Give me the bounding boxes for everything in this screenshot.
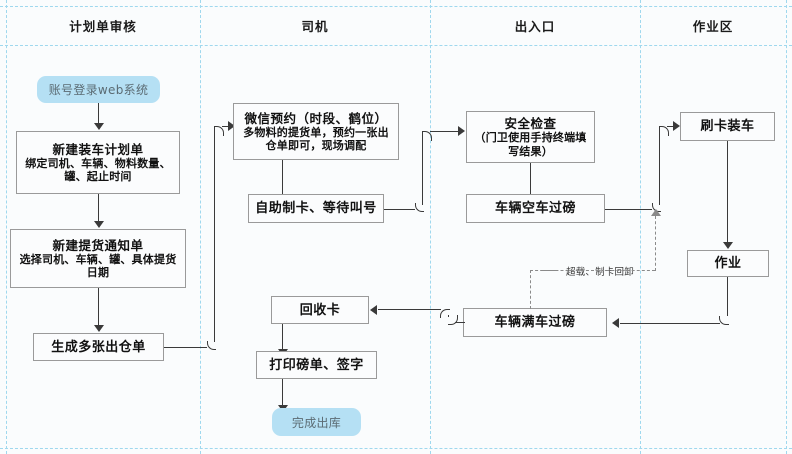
arrowhead-overload-feedback: [651, 209, 661, 216]
annotation-overload-stem: [530, 270, 531, 309]
node-plan-order[interactable]: 新建装车计划单 绑定司机、车辆、物料数量、罐、起止时间: [16, 131, 180, 194]
node-safety-detail: （门卫使用手持终端填写结果）: [474, 131, 587, 158]
lane-divider-left: [6, 0, 7, 454]
arrowhead-empty-to-swipe: [673, 121, 680, 131]
node-operate-title: 作业: [714, 256, 742, 271]
edge-selfcard-to-safety-v: [422, 131, 423, 205]
node-print-sign[interactable]: 打印磅单、签字: [256, 351, 377, 379]
edge-full-to-recycle-corner2: [440, 309, 450, 318]
node-login[interactable]: 账号登录web系统: [37, 76, 160, 103]
arrowhead-swipe-to-operate: [723, 242, 733, 249]
node-recycle-card-title: 回收卡: [299, 302, 341, 318]
edge-operate-to-full-h: [620, 323, 720, 324]
edge-operate-to-full-v: [727, 277, 728, 316]
edge-full-to-recycle-h1: [455, 322, 465, 323]
arrowhead-operate-to-full: [612, 318, 619, 328]
edge-gen-to-wechat-h1: [164, 347, 207, 348]
lane-top-border: [0, 6, 792, 7]
arrowhead-login-to-plan: [94, 123, 104, 130]
edge-full-to-recycle-corner: [448, 315, 458, 325]
node-swipe-load-title: 刷卡装车: [700, 119, 755, 134]
annotation-overload-run: [530, 270, 655, 271]
edge-safety-to-empty: [530, 163, 531, 197]
edge-pickup-to-gen: [98, 288, 99, 327]
node-empty-weigh-title: 车辆空车过磅: [494, 201, 576, 216]
edge-overload-feedback-v: [655, 216, 656, 271]
arrowhead-selfcard-to-safety: [458, 126, 465, 136]
lane-title-plan: 计划单审核: [69, 19, 137, 34]
node-gen-orders-title: 生成多张出仓单: [51, 339, 146, 355]
arrowhead-plan-to-pickup: [94, 221, 104, 228]
edge-plan-to-pickup: [98, 194, 99, 223]
edge-gen-to-wechat-h2: [222, 126, 232, 127]
edge-empty-to-swipe-h2: [667, 126, 677, 127]
node-pickup-note[interactable]: 新建提货通知单 选择司机、车辆、罐、具体提货日期: [10, 229, 186, 288]
node-full-weigh[interactable]: 车辆满车过磅: [463, 308, 607, 337]
edge-recycle-to-print: [282, 324, 283, 351]
lane-divider-right: [786, 0, 787, 454]
node-pickup-note-title: 新建提货通知单: [52, 237, 144, 253]
node-wechat-book[interactable]: 微信预约（时段、鹤位） 多物料的提货单，预约一张出仓单即可，现场调配: [233, 103, 399, 160]
lane-divider-3: [640, 0, 641, 454]
edge-empty-to-swipe-v: [659, 126, 660, 205]
node-self-card-title: 自助制卡、等待叫号: [255, 201, 377, 216]
edge-wechat-to-selfcard: [282, 160, 283, 198]
edge-gen-to-wechat-v: [214, 126, 215, 342]
edge-empty-to-swipe-h1: [605, 209, 652, 210]
edge-print-to-finish: [282, 379, 283, 407]
annotation-overload-label: 超载、制卡回卸: [566, 267, 634, 278]
edge-selfcard-to-safety-h1: [384, 209, 415, 210]
edge-gen-to-wechat-corner: [207, 341, 216, 350]
edge-operate-to-full-corner: [719, 316, 729, 325]
lane-title-driver: 司机: [301, 19, 329, 34]
lane-header-divider: [0, 45, 792, 46]
node-wechat-book-detail: 多物料的提货单，预约一张出仓单即可，现场调配: [243, 125, 389, 153]
arrowhead-gen-to-wechat: [228, 121, 235, 131]
edge-gen-to-wechat-corner2: [214, 126, 224, 136]
edge-selfcard-to-safety-corner2: [422, 131, 432, 141]
node-wechat-book-title: 微信预约（时段、鹤位）: [244, 110, 388, 126]
lane-divider-1: [200, 0, 201, 454]
node-plan-order-detail: 绑定司机、车辆、物料数量、罐、起止时间: [25, 156, 171, 184]
lane-divider-2: [430, 0, 431, 454]
arrowhead-pickup-to-gen: [94, 325, 104, 332]
node-plan-order-title: 新建装车计划单: [52, 141, 144, 157]
node-operate[interactable]: 作业: [687, 250, 769, 277]
node-gen-orders[interactable]: 生成多张出仓单: [33, 333, 164, 361]
node-pickup-note-detail: 选择司机、车辆、罐、具体提货日期: [19, 252, 177, 280]
node-empty-weigh[interactable]: 车辆空车过磅: [466, 194, 605, 223]
node-safety-title: 安全检查: [504, 116, 557, 131]
edge-full-to-recycle-h2: [378, 309, 441, 310]
lane-title-work: 作业区: [692, 19, 734, 34]
node-safety[interactable]: 安全检查 （门卫使用手持终端填写结果）: [466, 111, 595, 163]
node-finish[interactable]: 完成出库: [272, 408, 361, 436]
edge-selfcard-to-safety-h2: [430, 131, 461, 132]
node-recycle-card[interactable]: 回收卡: [271, 296, 369, 324]
node-swipe-load[interactable]: 刷卡装车: [680, 112, 775, 141]
node-self-card[interactable]: 自助制卡、等待叫号: [248, 194, 384, 223]
node-full-weigh-title: 车辆满车过磅: [494, 315, 576, 330]
edge-empty-to-swipe-corner2: [659, 126, 669, 136]
lane-bottom-border: [0, 448, 792, 449]
edge-login-to-plan: [98, 103, 99, 125]
edge-swipe-to-operate: [727, 141, 728, 244]
arrowhead-full-to-recycle: [370, 305, 377, 315]
edge-selfcard-to-safety-corner: [415, 203, 424, 212]
node-print-sign-title: 打印磅单、签字: [269, 357, 364, 373]
lane-title-gate: 出入口: [514, 19, 556, 34]
